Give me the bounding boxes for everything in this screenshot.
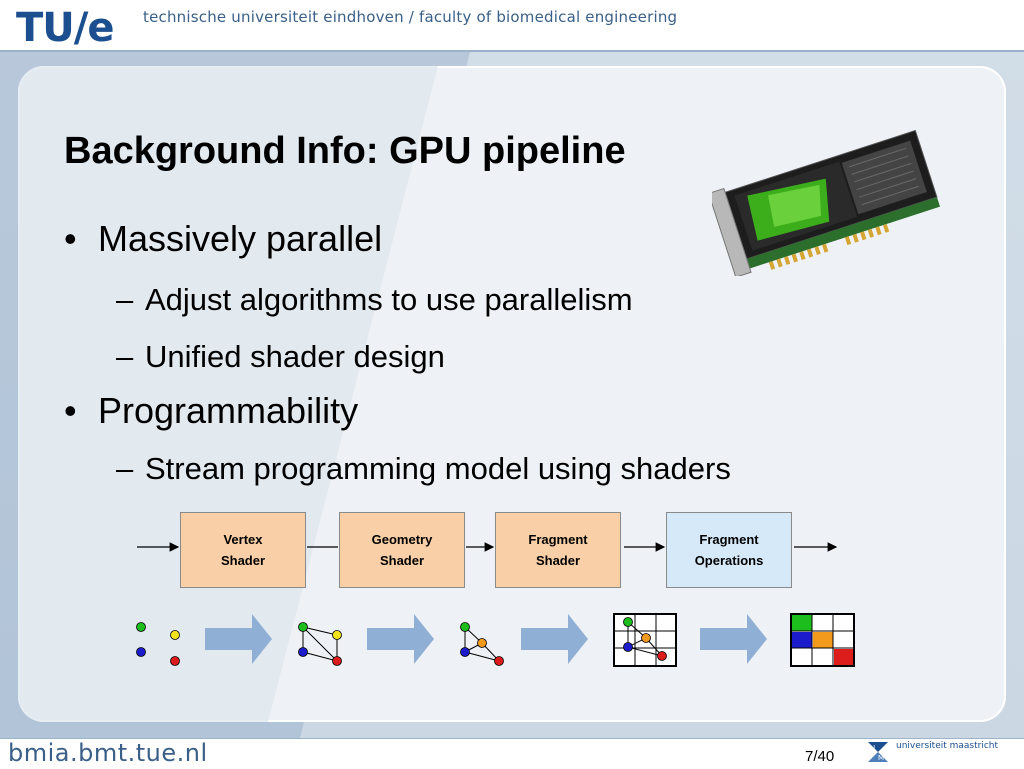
slide-title: Background Info: GPU pipeline [64, 130, 626, 172]
sub-bullet-adjust-algorithms: –Adjust algorithms to use parallelism [116, 282, 633, 317]
tue-logo: TU/e [16, 5, 115, 51]
panel-shading [18, 66, 438, 722]
bullet-programmability: •Programmability [64, 390, 359, 431]
graphics-card-image [712, 129, 941, 276]
um-logo-icon: U M [868, 742, 888, 762]
bullet-massively-parallel: •Massively parallel [64, 218, 383, 259]
footer-url: bmia.bmt.tue.nl [8, 739, 208, 767]
partner-university: universiteit maastricht [896, 741, 999, 751]
sub-bullet-unified-shader: –Unified shader design [116, 339, 445, 374]
sub-bullet-stream-programming: –Stream programming model using shaders [116, 451, 731, 486]
footer-bar [0, 738, 1024, 769]
svg-text:U: U [870, 744, 875, 752]
page-number: 7/40 [805, 748, 835, 765]
header-bar: TU/e technische universiteit eindhoven /… [0, 0, 1024, 51]
svg-text:M: M [878, 754, 884, 762]
institution-name: technische universiteit eindhoven / facu… [143, 8, 678, 26]
header-divider [0, 50, 1024, 52]
